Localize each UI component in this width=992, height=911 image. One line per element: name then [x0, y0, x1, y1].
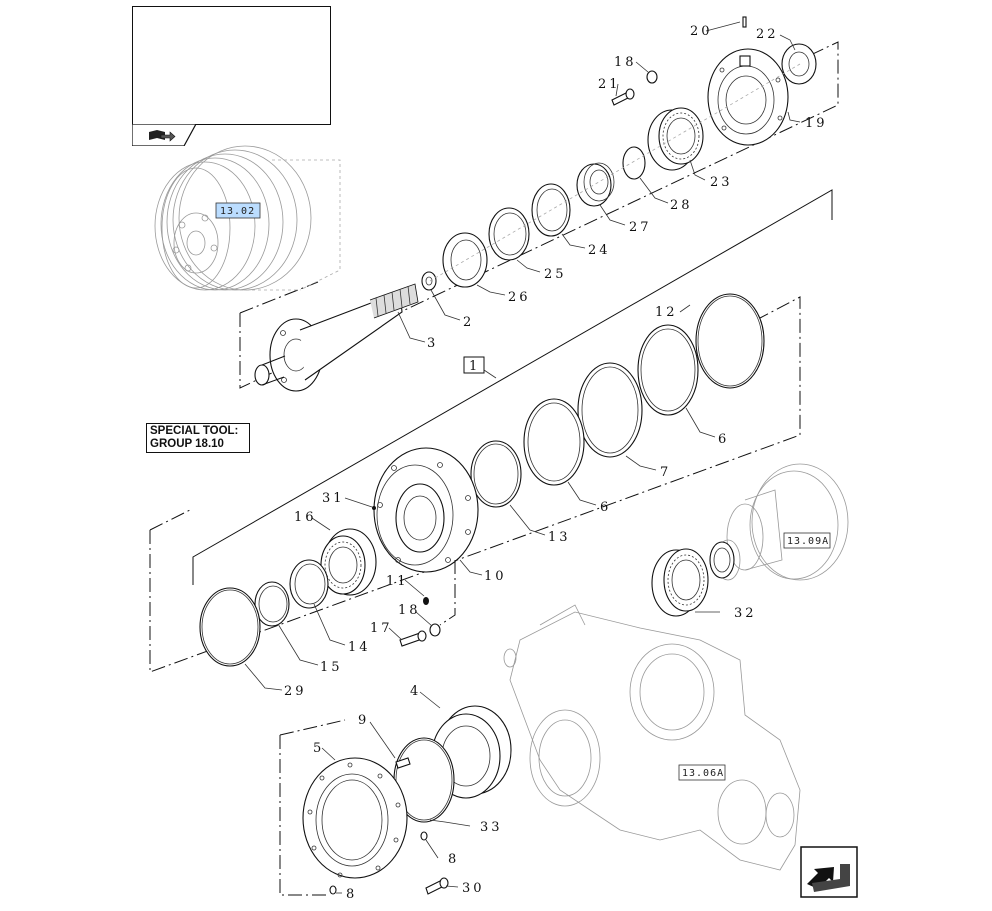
- part-hub-10: [373, 447, 479, 573]
- callout-4[interactable]: 4: [410, 684, 421, 699]
- group-label-box[interactable]: 1: [463, 356, 497, 379]
- part-shaft-3: [254, 283, 419, 392]
- callout-33[interactable]: 33: [480, 820, 503, 835]
- part-ring-6-upper: [637, 324, 699, 416]
- ref-housing: 13.06A: [682, 768, 724, 779]
- part-screw-17: [399, 630, 427, 647]
- part-seal-27: [576, 162, 615, 207]
- group-label: 1: [469, 359, 480, 374]
- part-flange-5: [302, 757, 408, 879]
- callout-12[interactable]: 12: [655, 305, 678, 320]
- part-nut-22: [781, 43, 817, 85]
- callout-9[interactable]: 9: [358, 713, 369, 728]
- callout-21[interactable]: 21: [598, 77, 621, 92]
- callout-30[interactable]: 30: [462, 881, 485, 896]
- callout-16[interactable]: 16: [294, 510, 317, 525]
- callout-6-upper[interactable]: 6: [718, 432, 729, 447]
- part-washer-18-top: [646, 70, 658, 84]
- callout-3[interactable]: 3: [427, 336, 438, 351]
- part-pin-20: [742, 16, 747, 28]
- special-tool-note: SPECIAL TOOL: GROUP 18.10: [146, 423, 250, 453]
- ref-box-housing[interactable]: 13.06A: [678, 764, 726, 781]
- callout-18-top[interactable]: 18: [614, 55, 637, 70]
- callout-6-lower[interactable]: 6: [600, 500, 611, 515]
- part-washer-8-lower: [329, 885, 337, 895]
- callout-17[interactable]: 17: [370, 621, 393, 636]
- callout-27[interactable]: 27: [629, 220, 652, 235]
- part-nut-2: [421, 271, 437, 291]
- callout-25[interactable]: 25: [544, 267, 567, 282]
- part-washer-18-mid: [429, 623, 441, 637]
- pulley-assembly: [154, 145, 341, 291]
- callout-26[interactable]: 26: [508, 290, 531, 305]
- part-o-ring-33: [393, 737, 455, 823]
- part-screw-30: [425, 877, 449, 895]
- part-ring-6-lower: [523, 398, 585, 486]
- upper-group-frame: [239, 41, 839, 389]
- special-tool-line2: GROUP 18.10: [150, 438, 224, 450]
- part-snap-ring-28: [622, 146, 646, 180]
- callout-32[interactable]: 32: [734, 606, 757, 621]
- part-bearing-32: [651, 548, 709, 617]
- callout-5[interactable]: 5: [313, 741, 324, 756]
- callout-15[interactable]: 15: [320, 660, 343, 675]
- part-ring-15: [254, 581, 290, 627]
- ref-hub: 13.09A: [787, 536, 829, 547]
- callout-28[interactable]: 28: [670, 198, 693, 213]
- next-page-arrow-icon[interactable]: [800, 846, 858, 898]
- part-ring-25: [488, 207, 530, 261]
- callout-14[interactable]: 14: [348, 640, 371, 655]
- part-bearing-16: [320, 528, 377, 596]
- part-washer-8-mid: [420, 831, 428, 841]
- callout-29[interactable]: 29: [284, 684, 307, 699]
- part-o-ring-29: [199, 587, 261, 667]
- part-output-hub: [709, 463, 849, 581]
- callout-19[interactable]: 19: [805, 116, 828, 131]
- callout-11[interactable]: 11: [386, 574, 409, 589]
- info-frame: [132, 6, 331, 125]
- part-washer-26: [442, 232, 488, 288]
- part-o-ring-12: [695, 293, 765, 389]
- callout-2[interactable]: 2: [463, 315, 474, 330]
- part-housing-19: [707, 48, 789, 146]
- lower-group-frame: [279, 735, 330, 896]
- callout-13[interactable]: 13: [548, 530, 571, 545]
- callout-10[interactable]: 10: [484, 569, 507, 584]
- part-bearing-23: [647, 107, 704, 171]
- part-screw-21: [611, 88, 635, 106]
- ref-pulley: 13.02: [220, 206, 255, 217]
- callout-22[interactable]: 22: [756, 27, 779, 42]
- special-tool-line1: SPECIAL TOOL:: [150, 425, 239, 437]
- ref-box-hub[interactable]: 13.09A: [783, 532, 831, 549]
- part-plug-31: [372, 506, 376, 510]
- part-pin-9: [395, 757, 411, 769]
- part-ring-14: [289, 559, 329, 609]
- callout-20[interactable]: 20: [690, 24, 713, 39]
- callout-8-lower[interactable]: 8: [346, 887, 357, 902]
- callout-31[interactable]: 31: [322, 491, 345, 506]
- callout-24[interactable]: 24: [588, 243, 611, 258]
- callout-7[interactable]: 7: [660, 465, 671, 480]
- part-ring-7: [577, 362, 643, 458]
- part-plug-11: [423, 597, 429, 605]
- book-arrow-icon[interactable]: [132, 124, 196, 146]
- callout-8-mid[interactable]: 8: [448, 852, 459, 867]
- ref-box-pulley[interactable]: 13.02: [215, 202, 261, 219]
- callout-18-mid[interactable]: 18: [398, 603, 421, 618]
- part-axle-housing: [503, 604, 801, 871]
- part-ring-13: [470, 440, 522, 508]
- leader-lines: [244, 21, 801, 894]
- callouts: 20 22 19 18 21 23 28 27 24 25 26 2 3 12 …: [284, 24, 828, 902]
- group-frame-1: [149, 189, 833, 673]
- callout-23[interactable]: 23: [710, 175, 733, 190]
